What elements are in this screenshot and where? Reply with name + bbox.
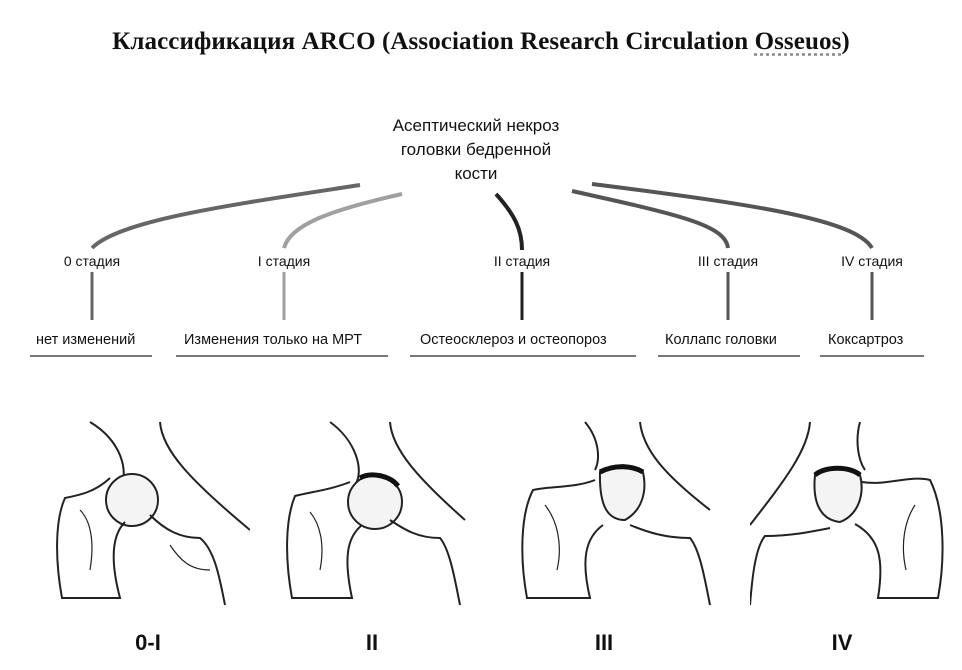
stage-4-label: IV стадия: [841, 253, 903, 269]
branch-3: [571, 189, 730, 249]
title-text: Классификация ARCO (Association Research…: [112, 28, 755, 55]
stage-1-label: I стадия: [257, 253, 311, 269]
stage-1-desc: Изменения только на МРТ: [184, 332, 363, 348]
stage-0-desc: нет изменений: [36, 332, 136, 348]
caption-IV: IV: [831, 630, 853, 655]
stage-2-label: II стадия: [493, 253, 551, 269]
branch-1: [282, 192, 403, 249]
title-end: ): [841, 28, 850, 55]
branch-0: [90, 183, 361, 250]
stage-2-desc: Остеосклероз и остеопороз: [420, 332, 607, 348]
branch-2: [494, 192, 524, 251]
caption-0-I: 0-I: [135, 630, 161, 655]
root-node: Асептический некроз головки бедренной ко…: [392, 116, 560, 183]
classification-tree: [30, 182, 924, 357]
stage-3-label: III стадия: [697, 253, 759, 269]
title-wavy-word: Osseuos: [754, 28, 842, 55]
stage-3-desc: Коллапс головки: [665, 332, 777, 348]
hip-illustration-II: [286, 421, 466, 606]
hip-illustration-III: [521, 421, 711, 606]
caption-III: III: [594, 630, 614, 655]
page-title: Классификация ARCO (Association Research…: [0, 28, 962, 56]
stage-0-label: 0 стадия: [63, 253, 121, 269]
hip-illustration-0-I: [56, 421, 250, 606]
hip-illustration-IV: [750, 421, 944, 606]
branch-4: [591, 182, 874, 250]
caption-II: II: [365, 630, 379, 655]
stage-4-desc: Коксартроз: [828, 332, 904, 348]
